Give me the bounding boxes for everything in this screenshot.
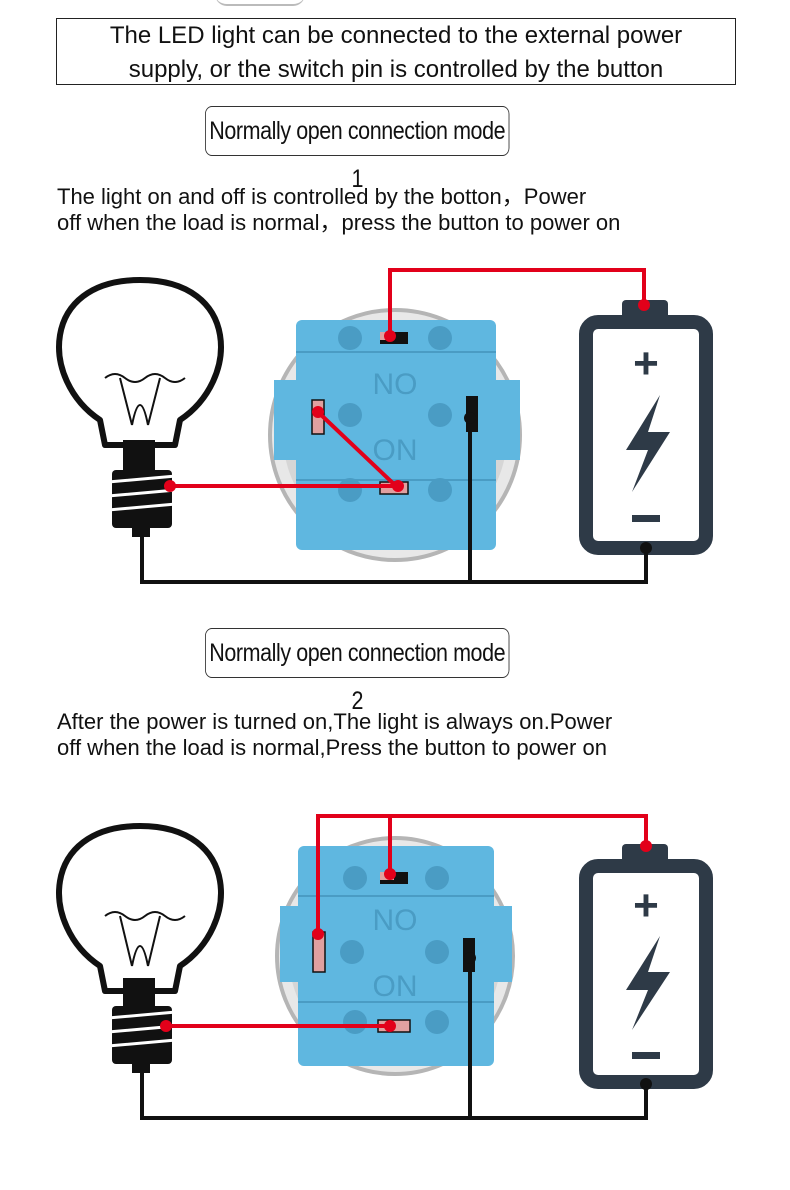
- mode-1-desc-line-2: off when the load is normal，press the bu…: [57, 210, 621, 235]
- mode-1-label-text: Normally open connection mode 1: [209, 117, 506, 193]
- switch-no-label: NO: [373, 904, 418, 937]
- mode-2-desc-line-2: off when the load is normal,Press the bu…: [57, 735, 607, 760]
- battery-plus: +: [633, 339, 659, 388]
- lightning-bolt-icon: [626, 936, 670, 1030]
- top-decorative-arc: [215, 0, 305, 6]
- mode-2-diagram: NO ON +: [56, 814, 713, 1120]
- push-button-switch-icon: NO ON: [275, 836, 515, 1076]
- mode-2-label: Normally open connection mode 2: [205, 628, 510, 715]
- header-box: The LED light can be connected to the ex…: [56, 18, 736, 85]
- header-line-2: supply, or the switch pin is controlled …: [128, 56, 664, 83]
- mode-1-label: Normally open connection mode 1: [205, 106, 510, 193]
- header-line-1: The LED light can be connected to the ex…: [109, 22, 683, 49]
- mode-2-label-text: Normally open connection mode 2: [209, 639, 506, 715]
- mode-1-diagram: NO ON +: [56, 268, 713, 584]
- mode-1-desc-line-1: The light on and off is controlled by th…: [57, 184, 587, 209]
- wires: [140, 814, 652, 1120]
- mode-1-description: The light on and off is controlled by th…: [57, 184, 757, 236]
- battery-icon: +: [579, 300, 713, 555]
- light-bulb-icon: [56, 277, 224, 537]
- battery-plus: +: [633, 881, 659, 930]
- battery-minus: [632, 515, 660, 522]
- mode-2-description: After the power is turned on,The light i…: [57, 709, 757, 761]
- battery-minus: [632, 1052, 660, 1059]
- lightning-bolt-icon: [626, 395, 670, 492]
- light-bulb-icon: [56, 823, 224, 1073]
- switch-on-label: ON: [373, 434, 418, 467]
- battery-icon: +: [579, 844, 713, 1089]
- mode-2-desc-line-1: After the power is turned on,The light i…: [57, 709, 613, 734]
- switch-no-label: NO: [373, 368, 418, 401]
- switch-on-label: ON: [373, 970, 418, 1003]
- wires: [140, 268, 652, 584]
- push-button-switch-icon: NO ON: [268, 308, 522, 562]
